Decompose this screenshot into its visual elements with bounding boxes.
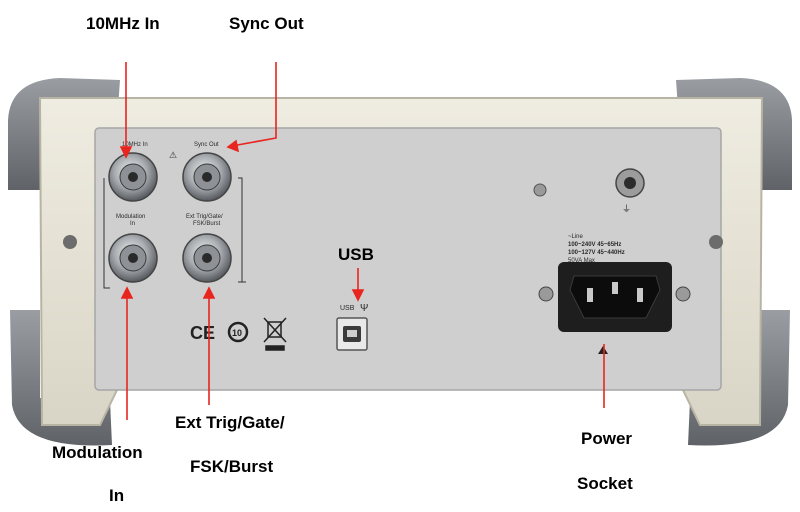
callout-modulation-in-2: In <box>109 486 125 505</box>
weee-bin-icon <box>263 317 287 351</box>
ground-bracket-lines <box>103 177 246 289</box>
panel-label-usb: USB <box>340 305 355 312</box>
ce-mark-icon: CE <box>190 323 215 343</box>
callout-modulation-in-1: Modulation <box>52 443 143 462</box>
power-rating-line-4: 50VA Max <box>568 258 595 264</box>
arrow-sync-out <box>231 62 277 147</box>
power-socket <box>538 262 691 332</box>
callout-arrows <box>119 62 605 420</box>
frame-screw-left <box>63 235 77 249</box>
callout-power-socket-2: Socket <box>577 474 633 493</box>
panel-label-ext-1: Ext Trig/Gate/ <box>186 214 223 220</box>
panel-label-sync-out: Sync Out <box>194 142 219 148</box>
ground-screw <box>533 183 547 197</box>
chassis-ground-icon: ⏚ <box>622 204 631 214</box>
callout-usb: USB <box>338 245 374 264</box>
panel-label-mod-1: Modulation <box>116 214 145 220</box>
power-rating-line-2: 100~240V 45~65Hz <box>568 242 621 248</box>
callout-ext-trig-1: Ext Trig/Gate/ <box>175 413 285 432</box>
bnc-modulation-in-connector <box>108 233 158 283</box>
panel-label-ext-2: FSK/Burst <box>193 221 221 227</box>
bnc-ext-trig-connector <box>182 233 232 283</box>
callout-10mhz-in: 10MHz In <box>86 14 160 33</box>
rohs-mark-icon <box>227 321 249 343</box>
fuse-jack <box>615 168 645 198</box>
bnc-sync-out-connector <box>182 152 232 202</box>
power-rating-line-3: 100~127V 45~440Hz <box>568 250 625 256</box>
frame-screw-right <box>709 235 723 249</box>
bnc-ref-in-connector <box>108 152 158 202</box>
rohs-mark-text: 10 <box>232 328 242 338</box>
panel-label-ref-in: 10MHz In <box>122 142 148 148</box>
warning-triangle-icon: ⚠ <box>169 150 177 160</box>
callout-power-socket-1: Power <box>581 429 633 448</box>
power-rating-line-1: ~Line <box>568 234 584 240</box>
panel-label-mod-2: In <box>130 221 135 227</box>
usb-trident-icon: Ψ <box>360 303 368 314</box>
socket-warning-triangle-icon <box>598 346 608 354</box>
callout-ext-trig-2: FSK/Burst <box>190 457 274 476</box>
callout-sync-out: Sync Out <box>229 14 304 33</box>
usb-port <box>336 317 368 351</box>
